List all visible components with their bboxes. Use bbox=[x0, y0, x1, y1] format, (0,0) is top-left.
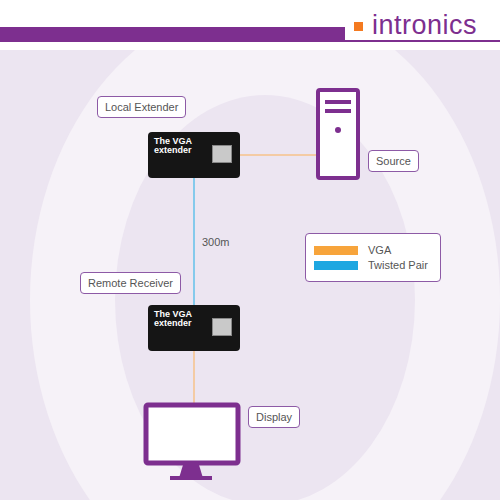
header-rule bbox=[345, 40, 500, 42]
callout-box: Remote Receiver bbox=[80, 272, 181, 294]
legend-row: VGA bbox=[314, 244, 428, 256]
callout-box: Local Extender bbox=[97, 96, 186, 118]
legend-swatch bbox=[314, 261, 358, 270]
pc-tower bbox=[318, 90, 358, 178]
monitor bbox=[146, 405, 238, 480]
watermark-ring bbox=[30, 0, 500, 500]
callout-label: Source bbox=[376, 155, 411, 167]
vga-cable bbox=[240, 154, 316, 156]
extender-unit: The VGA extender bbox=[148, 305, 240, 351]
legend-box: VGA Twisted Pair bbox=[305, 233, 441, 282]
header-bar bbox=[0, 27, 345, 42]
logo-square bbox=[354, 22, 363, 31]
rj45-port bbox=[212, 318, 232, 336]
cable-length: 300m bbox=[202, 236, 230, 248]
device-print: The VGA extender bbox=[154, 137, 202, 156]
callout-label: Display bbox=[256, 411, 292, 423]
callout-box: Source bbox=[368, 150, 419, 172]
extender-unit: The VGA extender bbox=[148, 132, 240, 178]
legend-label: VGA bbox=[368, 244, 391, 256]
callout-label: Remote Receiver bbox=[88, 277, 173, 289]
brand-logo: intronics bbox=[372, 10, 477, 41]
rj45-port bbox=[212, 145, 232, 163]
header-ground bbox=[0, 0, 500, 50]
callout-label: Local Extender bbox=[105, 101, 178, 113]
device-print: The VGA extender bbox=[154, 310, 202, 329]
callout-box: Display bbox=[248, 406, 300, 428]
legend-row: Twisted Pair bbox=[314, 259, 428, 271]
twisted-pair-cable bbox=[193, 178, 195, 305]
legend-label: Twisted Pair bbox=[368, 259, 428, 271]
legend-swatch bbox=[314, 246, 358, 255]
vga-cable bbox=[193, 351, 195, 405]
